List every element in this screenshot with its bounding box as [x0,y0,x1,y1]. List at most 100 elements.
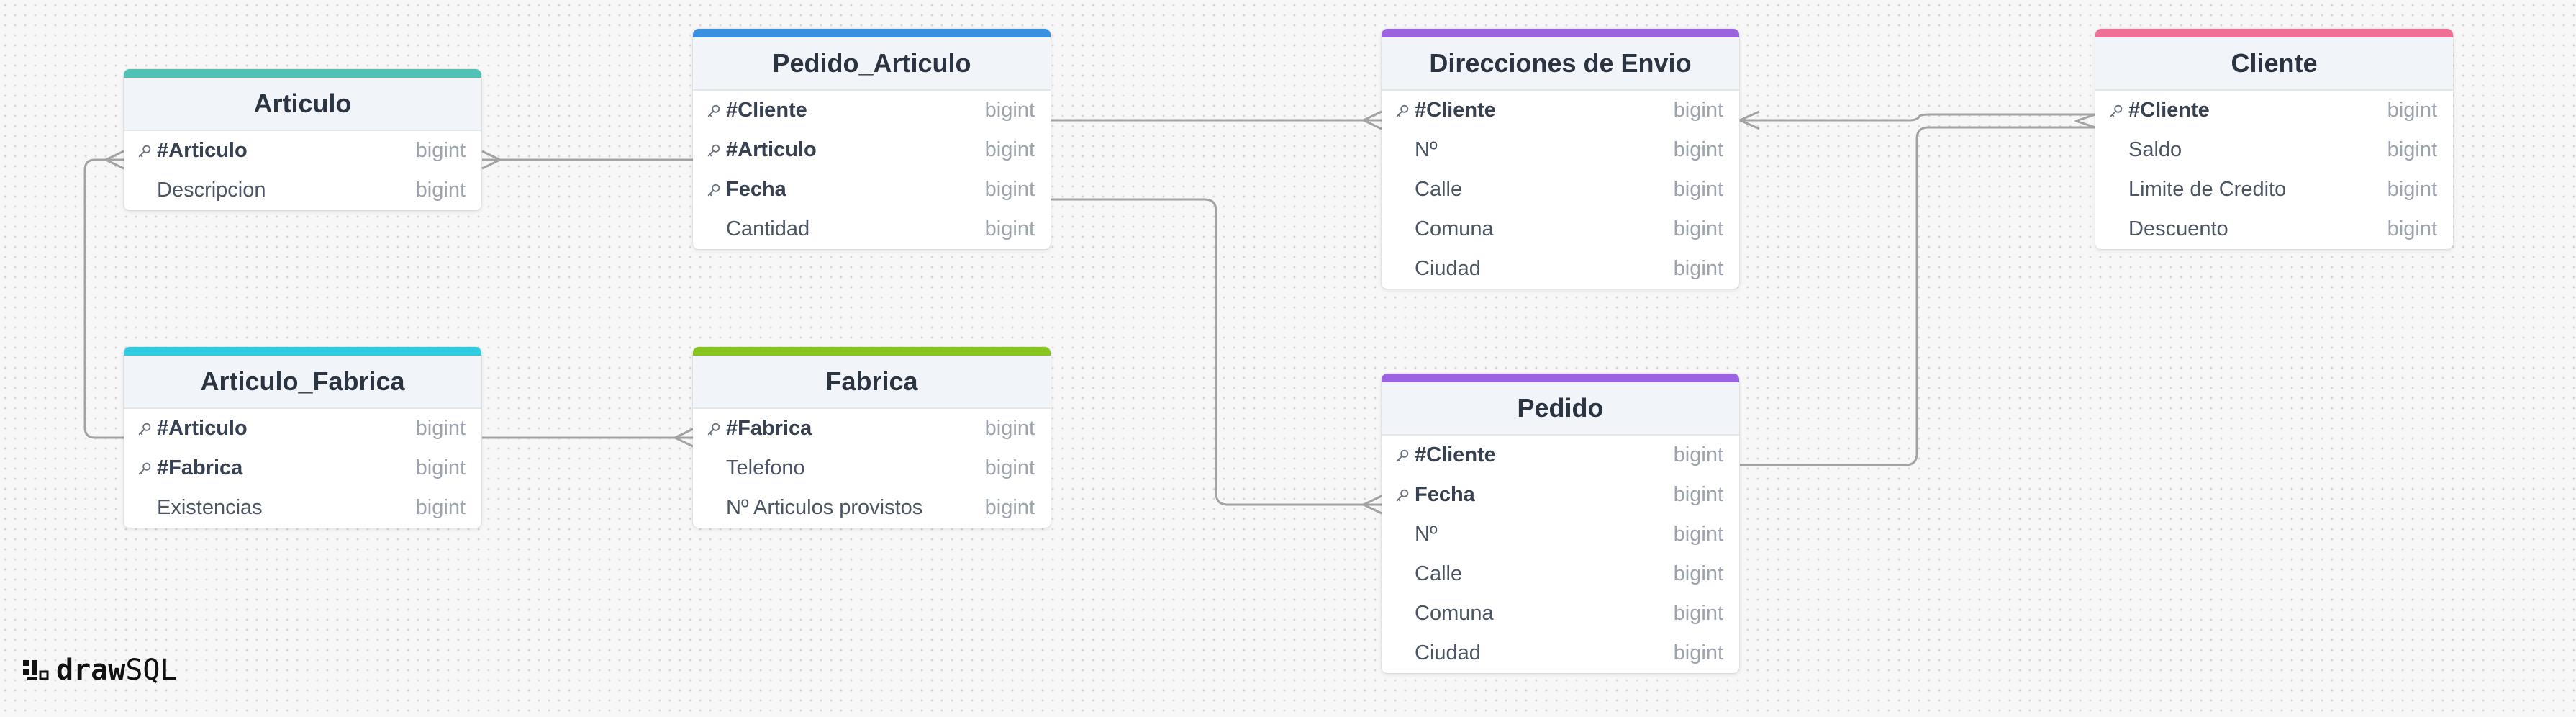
table-pedido[interactable]: Pedido #Cliente bigint Fecha bigint Nº b… [1382,374,1739,673]
column-type: bigint [984,417,1035,440]
relation-line[interactable] [83,158,124,439]
column-name: Limite de Credito [2128,178,2287,201]
column-name: Descripcion [157,179,266,202]
column-type: bigint [2387,217,2437,240]
column-row[interactable]: #Articulo bigint [693,130,1051,170]
column-name: #Cliente [2128,99,2210,122]
column-row[interactable]: Calle bigint [1382,170,1739,209]
column-row[interactable]: Cantidad bigint [693,209,1051,249]
table-title: Articulo [253,89,352,118]
column-name: Calle [1415,562,1463,585]
column-type: bigint [415,417,466,440]
column-type: bigint [1673,562,1723,585]
column-name: #Articulo [157,417,248,440]
table-cliente[interactable]: Cliente #Cliente bigint Saldo bigint Lim… [2095,29,2453,249]
table-articulo-fabrica[interactable]: Articulo_Fabrica #Articulo bigint #Fabri… [124,347,481,528]
column-type: bigint [1673,217,1723,240]
column-type: bigint [984,456,1035,479]
table-title: Pedido_Articulo [772,48,971,78]
column-row[interactable]: #Cliente bigint [693,91,1051,130]
column-row[interactable]: Existencias bigint [124,488,481,528]
column-row[interactable]: Ciudad bigint [1382,249,1739,289]
column-row[interactable]: Comuna bigint [1382,594,1739,633]
column-name: Nº Articulos provistos [726,496,923,519]
key-icon [137,143,157,160]
column-type: bigint [415,139,466,162]
table-fabrica[interactable]: Fabrica #Fabrica bigint Telefono bigint … [693,347,1051,528]
column-name: Nº [1415,523,1438,546]
column-row[interactable]: Fecha bigint [693,170,1051,209]
table-articulo[interactable]: Articulo #Articulo bigint Descripcion bi… [124,69,481,210]
column-name: Telefono [726,456,805,479]
column-name: #Articulo [157,139,248,162]
column-row[interactable]: Nº Articulos provistos bigint [693,488,1051,528]
table-header: Pedido [1382,374,1739,436]
logo-text-draw: draw [56,654,126,687]
column-name: Cantidad [726,217,810,240]
relation-line[interactable] [1740,126,2095,466]
drawsql-logo[interactable]: draw SQL [22,652,178,688]
column-name: Ciudad [1415,257,1481,280]
column-row[interactable]: Saldo bigint [2095,130,2453,170]
column-row[interactable]: Comuna bigint [1382,209,1739,249]
crowfoot-marker [2074,113,2096,129]
column-name: Comuna [1415,217,1494,240]
table-header: Cliente [2095,29,2453,91]
column-row[interactable]: Nº bigint [1382,515,1739,554]
column-row[interactable]: Fecha bigint [1382,475,1739,515]
crowfoot-marker [1739,110,1760,130]
column-name: Ciudad [1415,641,1481,664]
column-type: bigint [2387,178,2437,201]
column-type: bigint [984,217,1035,240]
column-row[interactable]: Telefono bigint [693,448,1051,488]
key-icon [706,181,726,199]
column-row[interactable]: #Cliente bigint [2095,91,2453,130]
column-row[interactable]: #Fabrica bigint [693,409,1051,448]
table-direcciones-de-envio[interactable]: Direcciones de Envio #Cliente bigint Nº … [1382,29,1739,289]
column-row[interactable]: Nº bigint [1382,130,1739,170]
crowfoot-marker [674,428,694,448]
column-type: bigint [984,178,1035,201]
crowfoot-marker [1363,495,1382,515]
crowfoot-marker [481,150,501,170]
key-icon [1394,102,1415,120]
column-row[interactable]: #Cliente bigint [1382,436,1739,475]
column-name: Fecha [726,178,786,201]
column-type: bigint [1673,443,1723,466]
column-name: Descuento [2128,217,2228,240]
column-type: bigint [415,496,466,519]
column-row[interactable]: #Cliente bigint [1382,91,1739,130]
column-row[interactable]: #Articulo bigint [124,409,481,448]
column-type: bigint [415,456,466,479]
column-name: Nº [1415,138,1438,161]
column-row[interactable]: #Fabrica bigint [124,448,481,488]
relation-line[interactable] [1051,198,1382,506]
column-name: Fecha [1415,483,1475,506]
relation-line[interactable] [1740,113,2095,122]
column-row[interactable]: Descripcion bigint [124,171,481,210]
key-icon [706,102,726,120]
column-row[interactable]: #Articulo bigint [124,131,481,171]
column-type: bigint [1673,138,1723,161]
column-name: Comuna [1415,602,1494,625]
column-row[interactable]: Descuento bigint [2095,209,2453,249]
column-type: bigint [1673,178,1723,201]
column-name: #Cliente [726,99,807,122]
column-type: bigint [984,496,1035,519]
drawsql-logo-icon [23,660,49,680]
column-type: bigint [1673,483,1723,506]
column-type: bigint [984,99,1035,122]
crowfoot-marker [1363,110,1382,130]
column-row[interactable]: Ciudad bigint [1382,633,1739,673]
logo-text-sql: SQL [125,654,178,687]
column-row[interactable]: Limite de Credito bigint [2095,170,2453,209]
column-type: bigint [1673,523,1723,546]
table-pedido-articulo[interactable]: Pedido_Articulo #Cliente bigint #Articul… [693,29,1051,249]
column-type: bigint [1673,257,1723,280]
table-title: Articulo_Fabrica [200,366,405,396]
table-header: Pedido_Articulo [693,29,1051,91]
column-row[interactable]: Calle bigint [1382,554,1739,594]
table-title: Direcciones de Envio [1429,48,1692,78]
table-header: Direcciones de Envio [1382,29,1739,91]
